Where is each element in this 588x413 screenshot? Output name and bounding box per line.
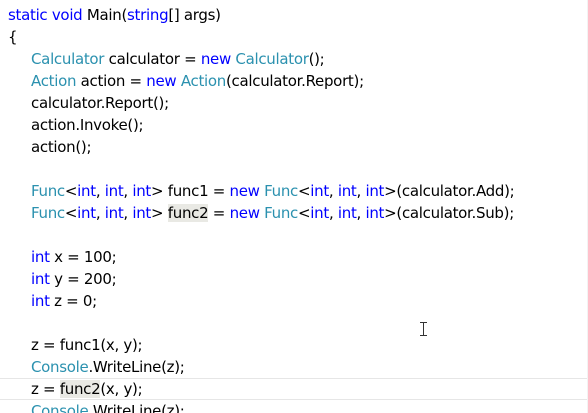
code-text: x = 100; bbox=[49, 248, 117, 266]
keyword-int: int bbox=[77, 204, 96, 222]
code-text: y = 200; bbox=[49, 270, 117, 288]
code-text: action(); bbox=[31, 138, 92, 156]
type-console: Console bbox=[31, 358, 89, 376]
keyword-int: int bbox=[31, 270, 50, 288]
type-calculator: Calculator bbox=[31, 50, 105, 68]
keyword-int: int bbox=[310, 182, 329, 200]
code-text: z = func1(x, y); bbox=[31, 336, 143, 354]
code-line-invoke-call[interactable]: action.Invoke(); bbox=[8, 114, 588, 136]
code-line-writeline[interactable]: Console.WriteLine(z); bbox=[8, 400, 588, 413]
type-func: Func bbox=[264, 182, 298, 200]
code-line-main-signature[interactable]: static void Main(string[] args) bbox=[8, 4, 588, 26]
code-text: < bbox=[298, 204, 311, 222]
keyword-int: int bbox=[310, 204, 329, 222]
highlighted-reference-func2[interactable]: func2 bbox=[59, 380, 101, 398]
keyword-new: new bbox=[200, 50, 231, 68]
code-text: action = bbox=[76, 72, 147, 90]
type-func: Func bbox=[31, 204, 65, 222]
code-line-empty[interactable] bbox=[8, 224, 588, 246]
code-text: , bbox=[123, 182, 133, 200]
code-text: < bbox=[297, 182, 311, 200]
code-text: , bbox=[95, 182, 105, 200]
keyword-int: int bbox=[31, 248, 50, 266]
code-text: (); bbox=[308, 50, 325, 68]
method-name: Main( bbox=[86, 6, 128, 24]
open-brace: { bbox=[8, 28, 18, 46]
code-text: , bbox=[356, 204, 366, 222]
keyword-new: new bbox=[229, 204, 260, 222]
keyword-int: int bbox=[104, 204, 124, 222]
code-text: = bbox=[208, 204, 230, 222]
code-line-func2-decl[interactable]: Func<int, int, int> func2 = new Func<int… bbox=[8, 202, 588, 224]
code-text: (calculator.Report); bbox=[226, 72, 364, 90]
code-text: , bbox=[328, 182, 338, 200]
keyword-int: int bbox=[31, 292, 50, 310]
keyword-int: int bbox=[337, 204, 357, 222]
keyword-int: int bbox=[77, 182, 96, 200]
i-beam-cursor-icon bbox=[420, 322, 428, 336]
code-line-int-x[interactable]: int x = 100; bbox=[8, 246, 588, 268]
code-text: , bbox=[328, 204, 338, 222]
code-line-int-z[interactable]: int z = 0; bbox=[8, 290, 588, 312]
keyword-int: int bbox=[365, 204, 385, 222]
keyword-int: int bbox=[337, 182, 357, 200]
code-text: .WriteLine(z); bbox=[88, 358, 185, 376]
keyword-string: string bbox=[127, 6, 169, 24]
code-text: , bbox=[356, 182, 366, 200]
code-text: , bbox=[123, 204, 133, 222]
code-line-writeline[interactable]: Console.WriteLine(z); bbox=[8, 356, 588, 378]
code-line-empty[interactable] bbox=[8, 158, 588, 180]
type-func: Func bbox=[264, 204, 299, 222]
code-text: .WriteLine(z); bbox=[88, 402, 185, 413]
code-line-action-call[interactable]: action(); bbox=[8, 136, 588, 158]
code-text: (x, y); bbox=[100, 380, 143, 398]
code-text: calculator.Report(); bbox=[31, 94, 169, 112]
code-line-int-y[interactable]: int y = 200; bbox=[8, 268, 588, 290]
code-text: < bbox=[64, 182, 78, 200]
code-text: >(calculator.Add); bbox=[384, 182, 515, 200]
keyword-static: static bbox=[8, 6, 48, 24]
code-line-func2-call[interactable]: z = func2(x, y); bbox=[0, 378, 588, 400]
code-area[interactable]: static void Main(string[] args) { Calcul… bbox=[8, 4, 588, 413]
type-console: Console bbox=[31, 402, 89, 413]
type-action: Action bbox=[31, 72, 77, 90]
code-text: action.Invoke(); bbox=[31, 116, 144, 134]
code-line-empty[interactable] bbox=[8, 312, 588, 334]
code-text: , bbox=[95, 204, 105, 222]
keyword-int: int bbox=[132, 182, 151, 200]
keyword-void: void bbox=[51, 6, 83, 24]
code-text: z = bbox=[31, 380, 60, 398]
keyword-int: int bbox=[365, 182, 385, 200]
highlighted-reference-func2[interactable]: func2 bbox=[167, 204, 209, 222]
code-text: z = 0; bbox=[49, 292, 97, 310]
keyword-int: int bbox=[132, 204, 151, 222]
code-line-calculator-decl[interactable]: Calculator calculator = new Calculator()… bbox=[8, 48, 588, 70]
code-text: >(calculator.Sub); bbox=[384, 204, 514, 222]
keyword-int: int bbox=[104, 182, 124, 200]
code-line-func1-call[interactable]: z = func1(x, y); bbox=[8, 334, 588, 356]
type-func: Func bbox=[31, 182, 65, 200]
type-action: Action bbox=[180, 72, 226, 90]
code-text: calculator = bbox=[104, 50, 201, 68]
code-text: < bbox=[64, 204, 78, 222]
code-line-open-brace[interactable]: { bbox=[8, 26, 588, 48]
keyword-new: new bbox=[229, 182, 260, 200]
code-text: > bbox=[151, 204, 168, 222]
params-text: [] args) bbox=[168, 6, 221, 24]
keyword-new: new bbox=[146, 72, 177, 90]
type-calculator: Calculator bbox=[235, 50, 309, 68]
code-line-report-call[interactable]: calculator.Report(); bbox=[8, 92, 588, 114]
code-line-action-decl[interactable]: Action action = new Action(calculator.Re… bbox=[8, 70, 588, 92]
code-line-func1-decl[interactable]: Func<int, int, int> func1 = new Func<int… bbox=[8, 180, 588, 202]
code-text: > func1 = bbox=[151, 182, 230, 200]
